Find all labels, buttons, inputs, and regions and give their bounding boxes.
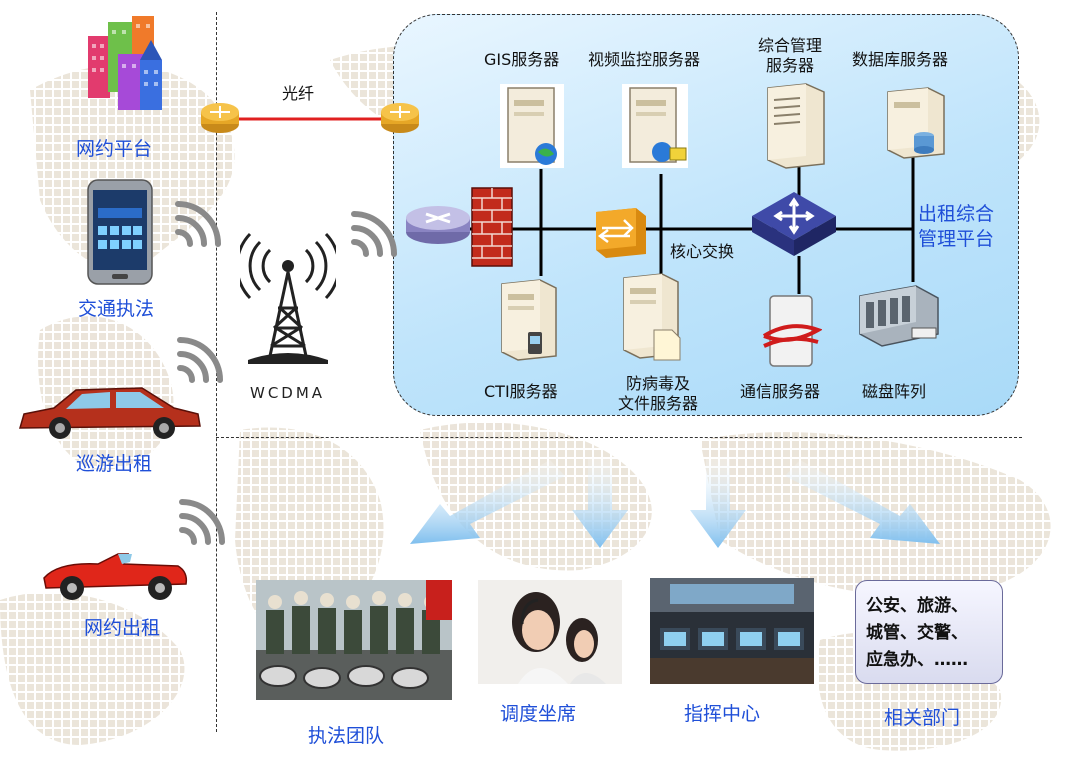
arrow-down-icon <box>572 458 628 548</box>
buildings-icon <box>88 16 162 110</box>
platform-title-line2: 管理平台 <box>918 228 995 250</box>
traffic-enforcement-label: 交通执法 <box>78 298 155 320</box>
ride-hailing-taxi-label: 网约出租 <box>84 617 161 639</box>
antivirus-server-label-line1: 防病毒及 <box>625 374 690 393</box>
wireless-signal-icon <box>351 211 397 257</box>
communication-server-label: 通信服务器 <box>740 382 821 401</box>
video-server-icon <box>622 84 688 168</box>
antivirus-server-label-line2: 文件服务器 <box>617 394 698 413</box>
wireless-signal-icon <box>175 201 221 247</box>
disk-array-icon <box>859 285 939 347</box>
cruising-taxi-label: 巡游出租 <box>76 453 153 475</box>
dept-line: 公安、旅游、 <box>866 596 968 616</box>
disk-array-label: 磁盘阵列 <box>862 382 927 401</box>
communication-server-icon <box>762 295 822 367</box>
wcdma-label: WCDMA <box>250 384 326 402</box>
dept-line: 城管、交警、 <box>866 623 968 643</box>
command-center-label: 指挥中心 <box>684 703 761 725</box>
database-server-label: 数据库服务器 <box>852 50 949 69</box>
smartphone-icon <box>87 179 153 285</box>
management-server-label: 综合管理 服务器 <box>748 36 832 76</box>
dispatch-seat-label: 调度坐席 <box>500 703 577 725</box>
router-icon <box>201 103 239 133</box>
management-server-label-line1: 综合管理 <box>757 36 822 55</box>
platform-title: 出租综合 管理平台 <box>918 202 994 252</box>
command-center-photo <box>650 578 814 684</box>
router-gray-icon <box>406 206 470 244</box>
gis-server-icon <box>500 84 564 168</box>
enforcement-team-label: 执法团队 <box>308 725 385 747</box>
platform-network-lines <box>463 154 915 294</box>
enforcement-team-photo <box>256 580 452 700</box>
ride-hailing-platform-label: 网约平台 <box>76 138 153 160</box>
fiber-link <box>201 103 419 133</box>
load-balancer-icon <box>596 208 646 258</box>
arrow-down-left-icon <box>410 460 565 544</box>
management-server-icon <box>767 83 825 169</box>
video-server-label: 视频监控服务器 <box>588 50 701 69</box>
cti-server-label: CTI服务器 <box>484 382 558 401</box>
cti-server-icon <box>501 279 557 361</box>
related-departments-box: 公安、旅游、 城管、交警、 应急办、…… <box>855 580 1003 684</box>
wireless-signal-icon <box>179 499 225 545</box>
management-server-label-line2: 服务器 <box>765 56 814 75</box>
arrow-down-right-icon <box>785 460 940 544</box>
related-departments-label: 相关部门 <box>884 707 961 729</box>
core-switch-icon <box>752 192 836 256</box>
arrow-down-icon <box>690 458 746 548</box>
wireless-signal-icon <box>177 337 223 383</box>
firewall-icon <box>471 187 513 267</box>
database-server-icon <box>887 87 945 159</box>
gis-server-label: GIS服务器 <box>484 50 560 69</box>
distribution-arrows <box>410 458 940 548</box>
taxi-car-icon <box>19 387 201 439</box>
dept-line: 应急办、…… <box>866 650 968 670</box>
core-switch-label: 核心交换 <box>670 242 735 261</box>
horizontal-divider <box>216 437 1022 438</box>
cell-tower-icon <box>240 232 336 364</box>
fiber-label: 光纤 <box>282 84 315 103</box>
platform-title-line1: 出租综合 <box>918 203 995 225</box>
antivirus-server-label: 防病毒及 文件服务器 <box>606 374 710 414</box>
antivirus-server-icon <box>623 273 681 361</box>
dispatch-seat-photo <box>478 580 622 684</box>
convertible-car-icon <box>43 553 188 600</box>
router-icon <box>381 103 419 133</box>
